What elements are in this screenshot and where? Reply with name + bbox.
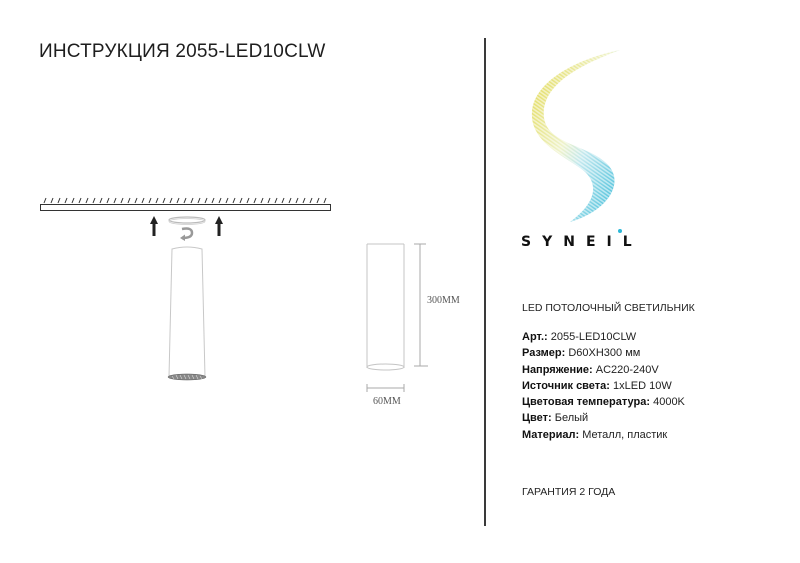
rotate-arrow-icon (181, 227, 194, 240)
vertical-divider (484, 38, 486, 526)
ceiling-bar (40, 204, 331, 211)
warranty-text: ГАРАНТИЯ 2 ГОДА (522, 486, 616, 498)
syneil-logo-icon (531, 50, 620, 222)
arrow-up-icon (150, 216, 223, 236)
dimension-drawing (366, 243, 428, 392)
height-dimension-label: 300MM (427, 295, 460, 306)
spec-material: Материал: Металл, пластик (522, 428, 668, 441)
spec-color-temperature: Цветовая температура: 4000K (522, 396, 685, 409)
product-type: LED ПОТОЛОЧНЫЙ СВЕТИЛЬНИК (522, 302, 695, 314)
spec-voltage: Напряжение: AC220-240V (522, 363, 659, 376)
mounting-ring (168, 216, 206, 224)
spec-light-source: Источник света: 1xLED 10W (522, 379, 672, 392)
brand-name: SYNEIL (521, 229, 643, 250)
spec-article: Арт.: 2055-LED10CLW (522, 331, 637, 343)
brand-dot (618, 229, 622, 233)
page-title: ИНСТРУКЦИЯ 2055-LED10CLW (39, 41, 326, 62)
spec-size: Размер: D60XH300 мм (522, 347, 641, 360)
fixture-lens (167, 373, 207, 381)
ceiling-hatch (43, 197, 327, 204)
spec-color: Цвет: Белый (522, 412, 589, 425)
spec-list: Арт.: 2055-LED10CLW Размер: D60XH300 мм … (522, 329, 685, 443)
installation-diagram: 300MM 60MM (40, 197, 460, 407)
fixture-body (168, 246, 206, 378)
width-dimension-label: 60MM (373, 396, 401, 407)
